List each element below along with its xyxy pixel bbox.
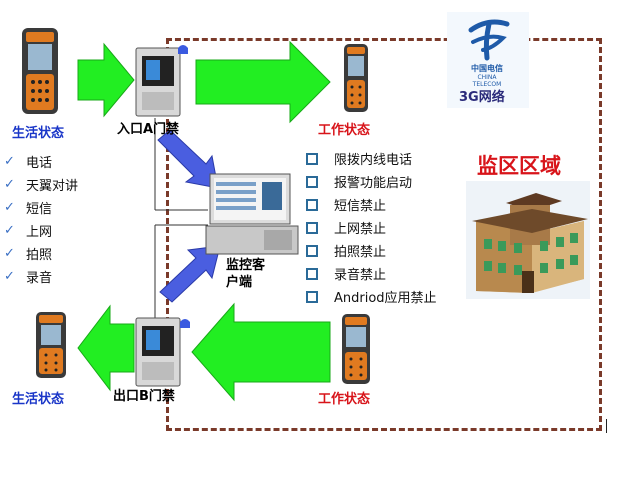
arrow-work-to-exit: [191, 302, 331, 402]
life-function-list: ✓电话 ✓天翼对讲 ✓短信 ✓上网 ✓拍照 ✓录音: [4, 150, 78, 288]
network-label: 3G网络: [459, 90, 505, 105]
access-gate-icon-entrance: [135, 47, 181, 117]
china-telecom-logo-icon: [468, 19, 510, 61]
rugged-phone-icon: [22, 28, 58, 114]
check-icon: ✓: [4, 200, 15, 215]
list-item: 拍照禁止: [304, 239, 437, 262]
rugged-phone-icon-work-top: [344, 44, 368, 112]
life-status-label-top: 生活状态: [12, 126, 65, 141]
life-status-label-bottom: 生活状态: [12, 392, 65, 407]
exit-gate-label: 出口B门禁: [113, 389, 175, 404]
telecom-brand-text: 中国电信 CHINA TELECOM: [471, 64, 503, 88]
monitor-client-label-line2: 户端: [226, 275, 253, 290]
list-item: 录音禁止: [304, 262, 437, 285]
work-restriction-list: 限拨内线电话 报警功能启动 短信禁止 上网禁止 拍照禁止 录音禁止 Andrio…: [304, 147, 437, 308]
siren-light-icon-entrance: [178, 45, 188, 54]
list-item: Andriod应用禁止: [304, 285, 437, 308]
list-item: 报警功能启动: [304, 170, 437, 193]
rugged-phone-icon-life-bottom: [36, 312, 66, 378]
check-icon: ✓: [4, 223, 15, 238]
list-item: ✓电话: [4, 154, 53, 171]
access-gate-icon-exit: [135, 317, 181, 387]
square-bullet-icon: [306, 221, 318, 234]
square-bullet-icon: [306, 198, 318, 211]
arrow-entrance-to-work: [195, 40, 331, 124]
monitor-client-label-line1: 监控客: [226, 258, 266, 273]
cursor-mark: [606, 419, 607, 433]
list-item: ✓录音: [4, 269, 53, 286]
check-icon: ✓: [4, 246, 15, 261]
arrow-exit-to-life: [77, 304, 135, 392]
work-status-label-top: 工作状态: [318, 123, 371, 138]
arrow-entrance-to-monitor: [157, 129, 219, 189]
square-bullet-icon: [306, 290, 318, 303]
list-item: ✓短信: [4, 200, 53, 217]
work-status-label-bottom: 工作状态: [318, 392, 371, 407]
square-bullet-icon: [306, 152, 318, 165]
zone-title: 监区区域: [477, 154, 561, 178]
monitor-client-label: 监控客 户端: [226, 257, 265, 291]
check-icon: ✓: [4, 177, 15, 192]
check-icon: ✓: [4, 269, 15, 284]
prison-zone-border: [166, 38, 602, 431]
list-item: 限拨内线电话: [304, 147, 437, 170]
list-item: 上网禁止: [304, 216, 437, 239]
siren-light-icon-exit: [180, 319, 190, 328]
computer-terminal-icon: [205, 173, 299, 255]
prison-building-icon: [466, 181, 590, 299]
square-bullet-icon: [306, 267, 318, 280]
arrow-life-to-entrance: [77, 42, 135, 118]
entrance-gate-label: 入口A门禁: [117, 122, 180, 137]
check-icon: ✓: [4, 154, 15, 169]
list-item: ✓天翼对讲: [4, 177, 79, 194]
list-item: 短信禁止: [304, 193, 437, 216]
square-bullet-icon: [306, 244, 318, 257]
arrow-exit-to-monitor: [159, 245, 221, 303]
list-item: ✓上网: [4, 223, 53, 240]
list-item: ✓拍照: [4, 246, 53, 263]
square-bullet-icon: [306, 175, 318, 188]
rugged-phone-icon-work-bottom: [342, 314, 370, 384]
